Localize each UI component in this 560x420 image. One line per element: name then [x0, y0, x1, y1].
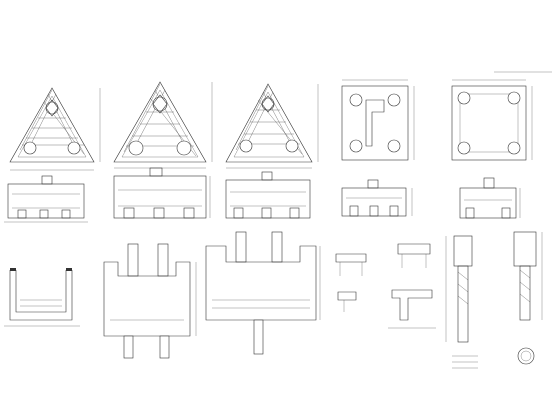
pile-cap-section-4	[341, 179, 413, 217]
pile-detail-section-2	[513, 231, 543, 365]
detail-section-a	[335, 253, 367, 312]
pile-cap-column-section-2	[205, 231, 321, 355]
pile-cap-section-5	[459, 177, 521, 219]
triangular-pile-cap-plan-1	[9, 87, 101, 171]
detail-section-b	[388, 243, 436, 329]
pile-cap-section-3	[225, 171, 311, 219]
pile-cap-section-1	[4, 175, 88, 223]
square-pile-cap-plan-2	[451, 71, 552, 161]
pile-detail-section-1	[445, 235, 478, 369]
square-pile-cap-plan-1	[341, 79, 415, 161]
triangular-pile-cap-plan-3	[225, 83, 319, 169]
pile-cap-column-section-1	[103, 243, 197, 359]
pile-cap-section-2	[113, 167, 211, 219]
basement-pit-section-1	[4, 268, 80, 327]
triangular-pile-cap-plan-2	[113, 81, 213, 169]
